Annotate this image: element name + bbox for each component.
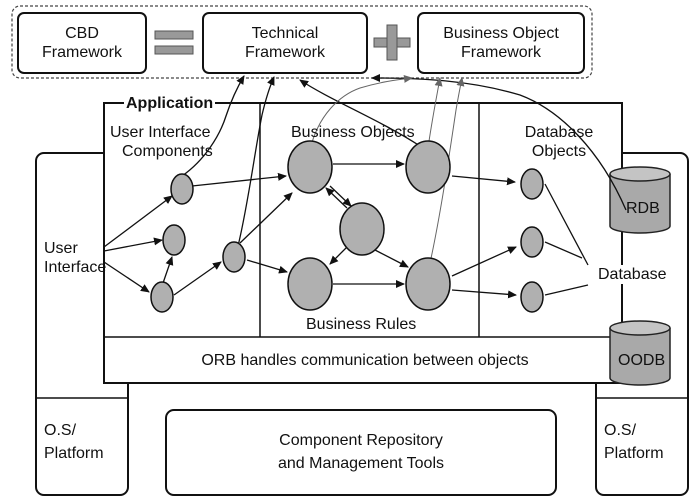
ui-node	[170, 173, 194, 205]
ui-components-line1: User Interface	[110, 124, 211, 141]
business-object-framework-box	[417, 12, 585, 74]
user-interface-line1: User	[44, 240, 78, 257]
ui-node	[150, 281, 174, 313]
database-objects-line2: Objects	[531, 143, 587, 160]
business-object-node	[339, 202, 385, 256]
rdb-cylinder	[609, 166, 671, 234]
oodb-cylinder	[609, 320, 671, 386]
cbd-framework-box	[17, 12, 147, 74]
application-title: Application	[124, 94, 216, 113]
repository-label: Component Repository and Management Tool…	[166, 431, 556, 473]
database-object-node	[520, 168, 544, 200]
technical-framework-label: Technical Framework	[203, 24, 367, 62]
business-object-framework-label: Business Object Framework	[418, 24, 584, 62]
business-object-node	[287, 257, 333, 311]
ui-node	[162, 224, 186, 256]
repository-line1: Component Repository	[279, 432, 443, 449]
database-label: Database	[598, 265, 667, 284]
plus-symbol	[373, 24, 411, 61]
rdb-label: RDB	[626, 200, 660, 217]
business-rules-label: Business Rules	[306, 316, 417, 333]
technical-framework-box	[202, 12, 368, 74]
flow-arrows	[103, 74, 627, 299]
oodb-label: OODB	[618, 352, 666, 369]
cbd-framework-line1: CBD	[65, 25, 99, 42]
technical-framework-line1: Technical	[251, 25, 319, 42]
repository-box	[165, 409, 557, 496]
database-object-node	[520, 281, 544, 313]
repository-line2: and Management Tools	[277, 455, 445, 472]
database-object-node	[520, 226, 544, 258]
ui-node	[222, 241, 246, 273]
orb-label: ORB handles communication between object…	[201, 352, 529, 369]
business-object-framework-line1: Business Object	[443, 25, 559, 42]
object-nodes	[150, 140, 544, 313]
technical-framework-line2: Framework	[244, 44, 325, 61]
left-os-line1: O.S/	[44, 422, 77, 439]
ui-components-label: User Interface Components	[110, 123, 213, 161]
cbd-framework-label: CBD Framework	[18, 24, 146, 62]
business-object-node	[405, 140, 451, 194]
ui-components-line2: Components	[122, 143, 213, 160]
right-os-line1: O.S/	[604, 422, 637, 439]
database-objects-label: Database Objects	[503, 123, 615, 161]
business-objects-label: Business Objects	[291, 124, 415, 141]
business-object-node	[405, 257, 451, 311]
left-os-line2: Platform	[44, 445, 104, 462]
database-objects-line1: Database	[524, 124, 594, 141]
user-interface-label: User Interface	[44, 239, 106, 277]
cbd-framework-line2: Framework	[41, 44, 122, 61]
left-os-platform-label: O.S/ Platform	[44, 421, 104, 463]
right-os-platform-label: O.S/ Platform	[604, 421, 664, 463]
business-object-framework-line2: Framework	[460, 44, 541, 61]
user-interface-line2: Interface	[44, 259, 107, 276]
business-object-node	[287, 140, 333, 194]
equals-symbol	[154, 30, 194, 55]
right-os-line2: Platform	[604, 445, 664, 462]
framework-dashed-container	[11, 5, 593, 79]
